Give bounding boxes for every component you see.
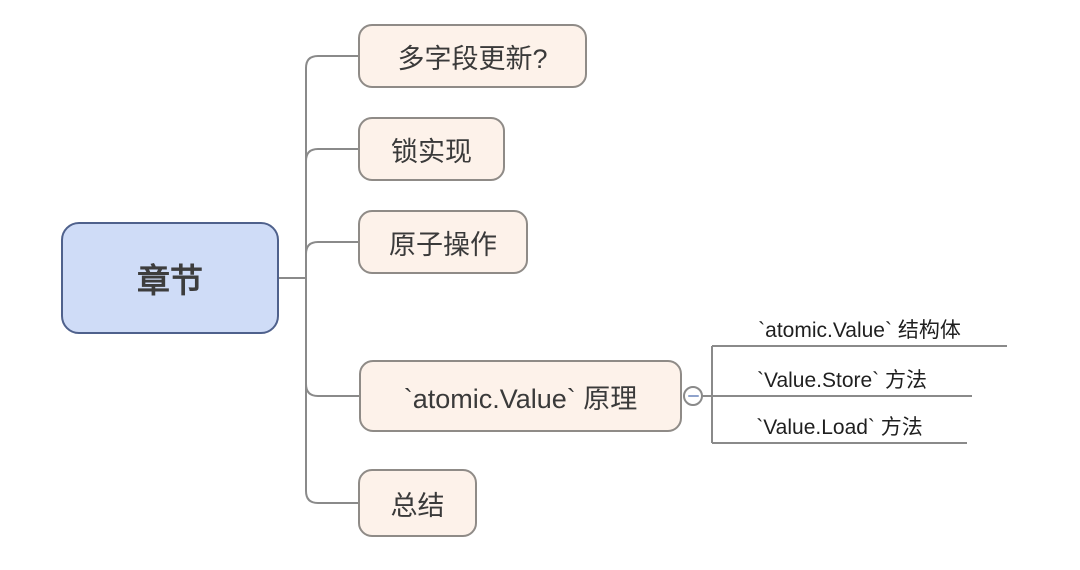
leaf-value-load-method[interactable]: `Value.Load` 方法	[756, 416, 923, 439]
edge-root-child3	[305, 241, 358, 278]
edge-root-child2	[305, 148, 358, 278]
node-root-chapters[interactable]: 章节	[61, 222, 279, 334]
edge-root-child5	[305, 278, 358, 504]
leaf-atomic-value-struct[interactable]: `atomic.Value` 结构体	[758, 319, 961, 342]
node-atomic-operations[interactable]: 原子操作	[358, 210, 528, 274]
node-multi-field-update[interactable]: 多字段更新?	[358, 24, 587, 88]
node-atomic-value-principle[interactable]: `atomic.Value` 原理	[359, 360, 682, 432]
edge-root-child1	[305, 55, 358, 278]
minus-icon	[687, 394, 699, 398]
leaf-value-store-method[interactable]: `Value.Store` 方法	[757, 369, 927, 392]
node-lock-implementation[interactable]: 锁实现	[358, 117, 505, 181]
edge-root-child4	[305, 278, 359, 397]
node-summary[interactable]: 总结	[358, 469, 477, 537]
collapse-toggle-button[interactable]	[683, 386, 703, 406]
